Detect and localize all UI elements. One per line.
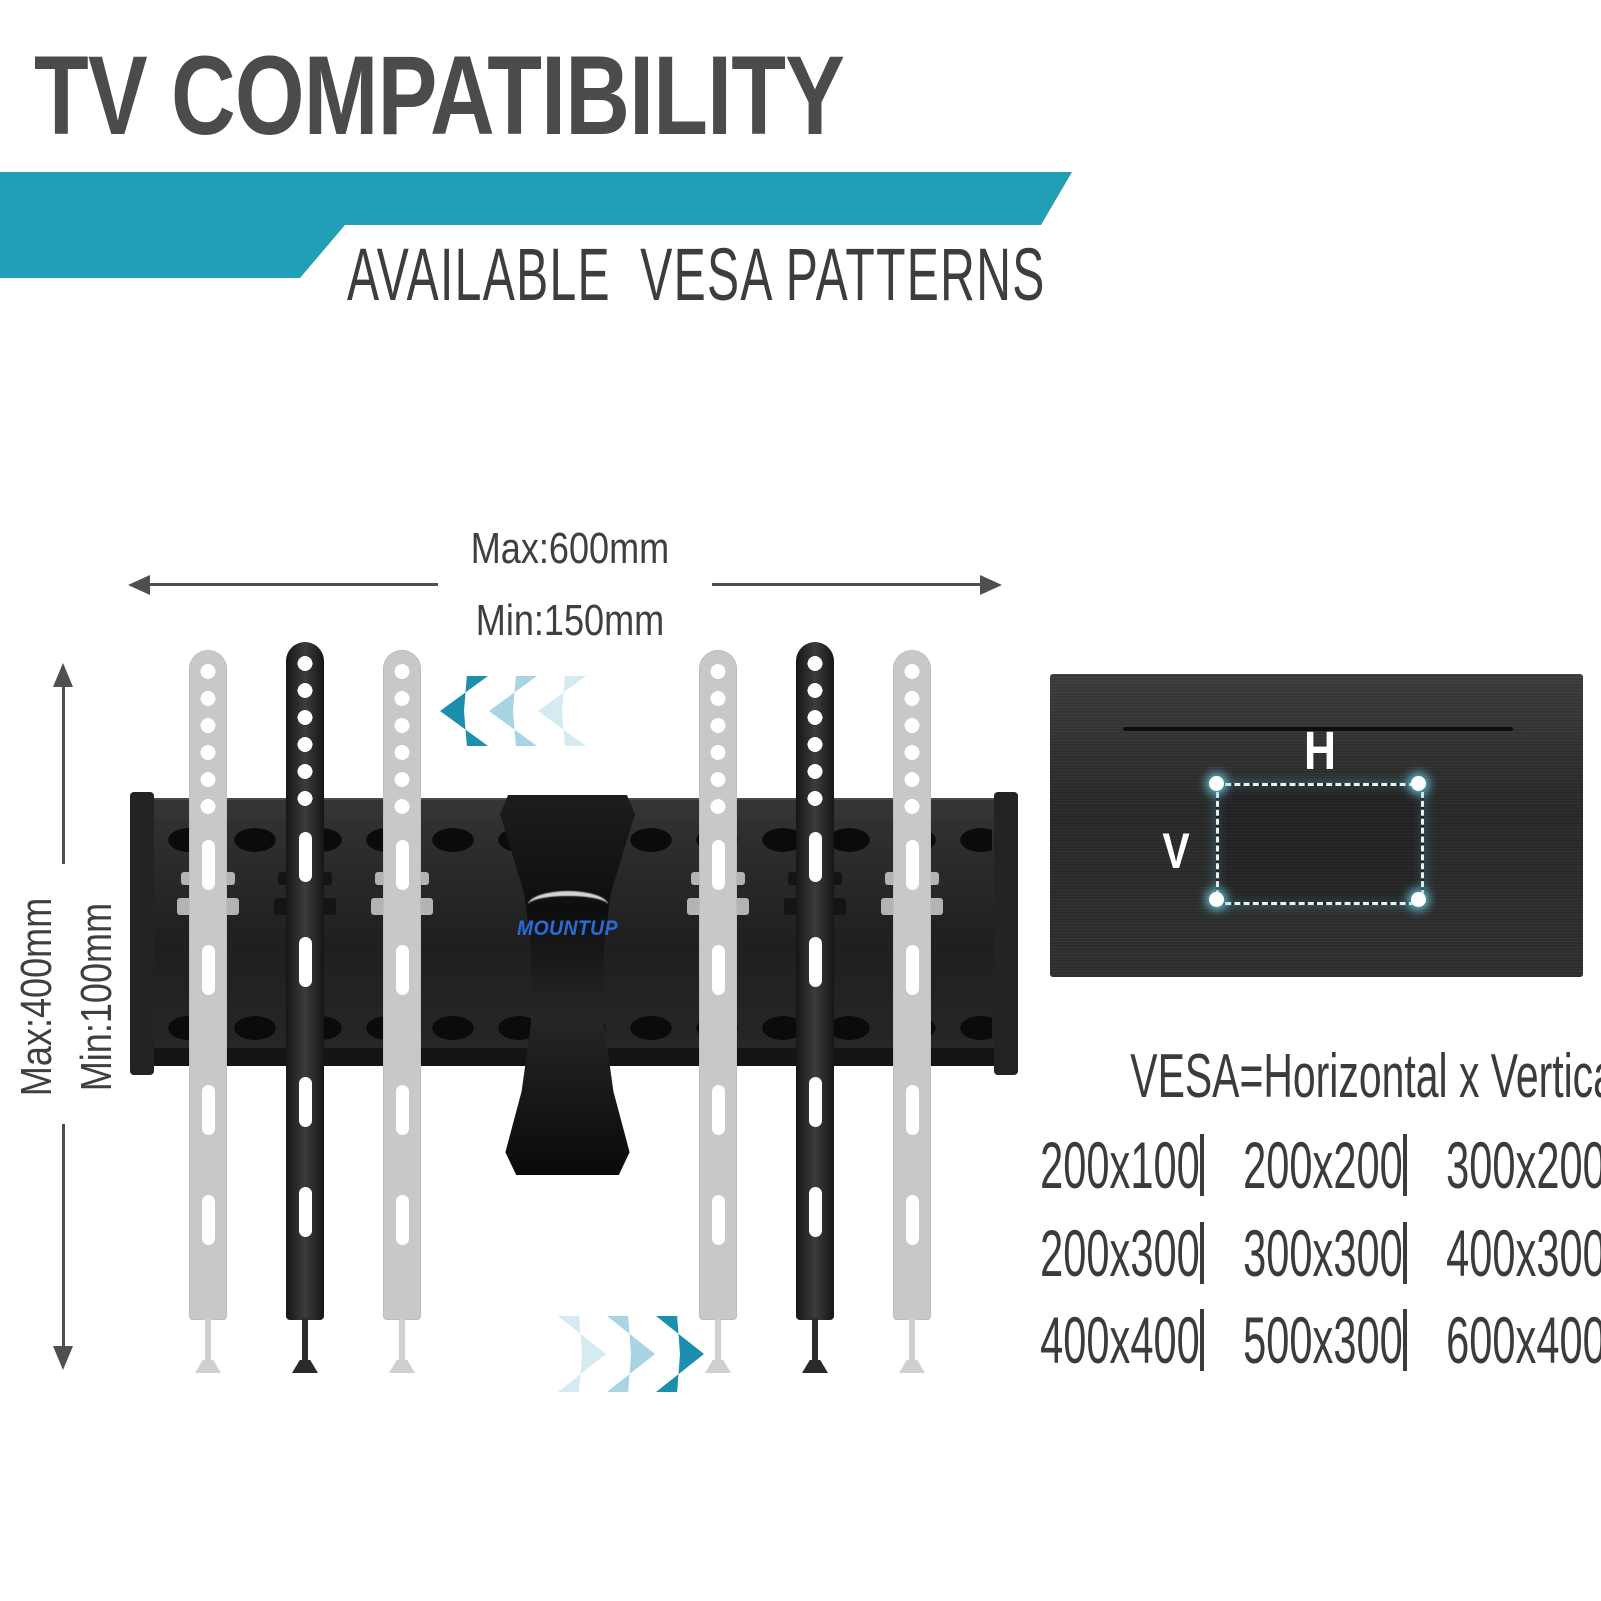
plate-slot-row-upper [156, 826, 992, 854]
v-arrowhead-bottom [53, 1346, 73, 1370]
vertical-label: V [1162, 823, 1190, 879]
vesa-size: 500x300 [1243, 1303, 1403, 1377]
arm-foot [389, 1360, 415, 1373]
chevron-left-icon [440, 676, 488, 746]
arm-rod [812, 1318, 818, 1364]
vesa-size-row: 400x400 500x300 600x400 [1005, 1306, 1601, 1374]
separator [1402, 1309, 1407, 1371]
vesa-arm-ghost [687, 650, 749, 1320]
cover-highlight [528, 891, 608, 919]
height-min-label: Min:100mm [72, 902, 121, 1092]
chevron-left-icon [489, 676, 537, 746]
separator [1402, 1222, 1407, 1284]
height-max-label: Max:400mm [12, 897, 61, 1097]
separator [1199, 1222, 1204, 1284]
vesa-corner-dot [1209, 892, 1224, 907]
page-title: TV COMPATIBILITY [34, 33, 845, 158]
wall-plate-bottom-rail [130, 1048, 1018, 1066]
vesa-size: 200x100 [1040, 1128, 1200, 1202]
vesa-size: 400x400 [1040, 1303, 1200, 1377]
arm-foot [802, 1360, 828, 1373]
mount-center-cover: MOUNTUP [500, 795, 635, 1175]
plate-end-cap-right [994, 792, 1018, 1075]
chevron-right-icon [607, 1316, 655, 1392]
banner-ribbon-tail [0, 225, 345, 278]
vesa-size: 200x200 [1243, 1128, 1403, 1202]
arm-rod [205, 1318, 211, 1364]
h-arrow-line [146, 583, 438, 586]
v-arrow-line [62, 1124, 65, 1346]
vesa-arm-black [784, 642, 846, 1320]
wall-plate [130, 818, 1018, 1048]
vesa-arm-ghost [371, 650, 433, 1320]
arm-foot [705, 1360, 731, 1373]
chevron-right-icon [656, 1316, 704, 1392]
vesa-arm-ghost [881, 650, 943, 1320]
brand-logo: MOUNTUP [517, 917, 618, 940]
banner-subtitle: AVAILABLE VESA PATTERNS [347, 233, 1046, 316]
arm-rod [399, 1318, 405, 1364]
wall-plate-top-rail [130, 798, 1018, 820]
vesa-corner-dot [1411, 892, 1426, 907]
tv-vent-slot [1123, 727, 1513, 731]
vesa-size-row: 200x300 300x300 400x300 [1005, 1219, 1601, 1287]
arm-rod [302, 1318, 308, 1364]
arm-foot [195, 1360, 221, 1373]
arm-foot [292, 1360, 318, 1373]
separator [1199, 1309, 1204, 1371]
vesa-size: 200x300 [1040, 1216, 1200, 1290]
vesa-arm-black [274, 642, 336, 1320]
width-min-label: Min:150mm [475, 596, 665, 645]
chevron-left-icon [538, 676, 586, 746]
horizontal-label: H [1304, 721, 1336, 781]
h-arrowhead-left [128, 575, 150, 595]
v-arrowhead-top [53, 663, 73, 687]
vesa-size: 400x300 [1446, 1216, 1601, 1290]
separator [1402, 1134, 1407, 1196]
v-arrow-line [62, 686, 65, 864]
arm-rod [715, 1318, 721, 1364]
vesa-size-row: 200x100 200x200 300x200 [1005, 1131, 1601, 1199]
arm-foot [899, 1360, 925, 1373]
chevron-right-icon [558, 1316, 606, 1392]
vesa-arm-ghost [177, 650, 239, 1320]
plate-end-cap-left [130, 792, 154, 1075]
vesa-size: 300x300 [1243, 1216, 1403, 1290]
tv-brushed-texture [1050, 674, 1583, 977]
cover-shell [500, 795, 635, 1175]
vesa-size: 600x400 [1446, 1303, 1601, 1377]
h-arrowhead-right [980, 575, 1002, 595]
vesa-corner-dot [1411, 776, 1426, 791]
plate-slot-row-lower [156, 1014, 992, 1042]
vesa-formula: VESA=Horizontal x Vertical [1130, 1042, 1601, 1111]
arm-rod [909, 1318, 915, 1364]
banner-ribbon [0, 172, 1072, 225]
separator [1199, 1134, 1204, 1196]
vesa-corner-dot [1209, 776, 1224, 791]
width-max-label: Max:600mm [470, 524, 670, 573]
vesa-pattern-rectangle [1216, 783, 1424, 905]
tv-back-panel: H V [1050, 674, 1583, 977]
h-arrow-line [712, 583, 982, 586]
vesa-size: 300x200 [1446, 1128, 1601, 1202]
